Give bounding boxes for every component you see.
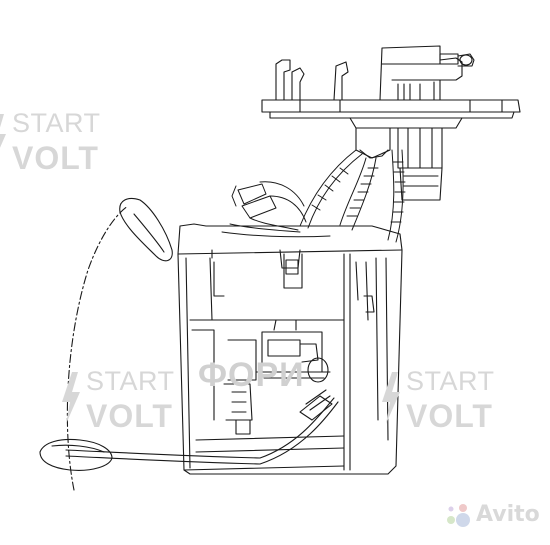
startvolt-watermark: START VOLT <box>60 368 220 438</box>
watermark-start-text: START <box>86 366 175 396</box>
avito-watermark: Avito <box>444 500 544 530</box>
sender-unit <box>223 319 331 435</box>
mounting-flange <box>261 99 521 129</box>
avito-text: Avito <box>476 502 540 527</box>
reservoir-body <box>177 223 403 475</box>
startvolt-watermark: START VOLT <box>0 110 146 180</box>
avito-logo-icon <box>447 504 470 527</box>
center-watermark: ФОРИ <box>198 356 305 394</box>
pressure-regulator <box>355 127 443 201</box>
lightning-bolt-icon <box>0 114 6 148</box>
wire-harness <box>221 181 331 238</box>
flange-clips <box>275 59 349 101</box>
electrical-connector <box>379 45 475 101</box>
lightning-bolt-icon <box>62 372 80 424</box>
watermark-start-text: START <box>406 366 495 396</box>
watermark-volt-text: VOLT <box>406 398 493 434</box>
float-lower <box>39 438 113 471</box>
float-travel-arc <box>66 205 129 491</box>
float-upper <box>119 197 173 262</box>
startvolt-watermark: START VOLT <box>380 368 540 438</box>
watermark-volt-text: VOLT <box>86 398 173 434</box>
corrugated-hoses <box>299 149 406 243</box>
watermark-start-text: START <box>12 108 101 138</box>
float-arm <box>65 389 339 465</box>
lightning-bolt-icon <box>382 372 400 424</box>
watermark-volt-text: VOLT <box>12 140 99 176</box>
